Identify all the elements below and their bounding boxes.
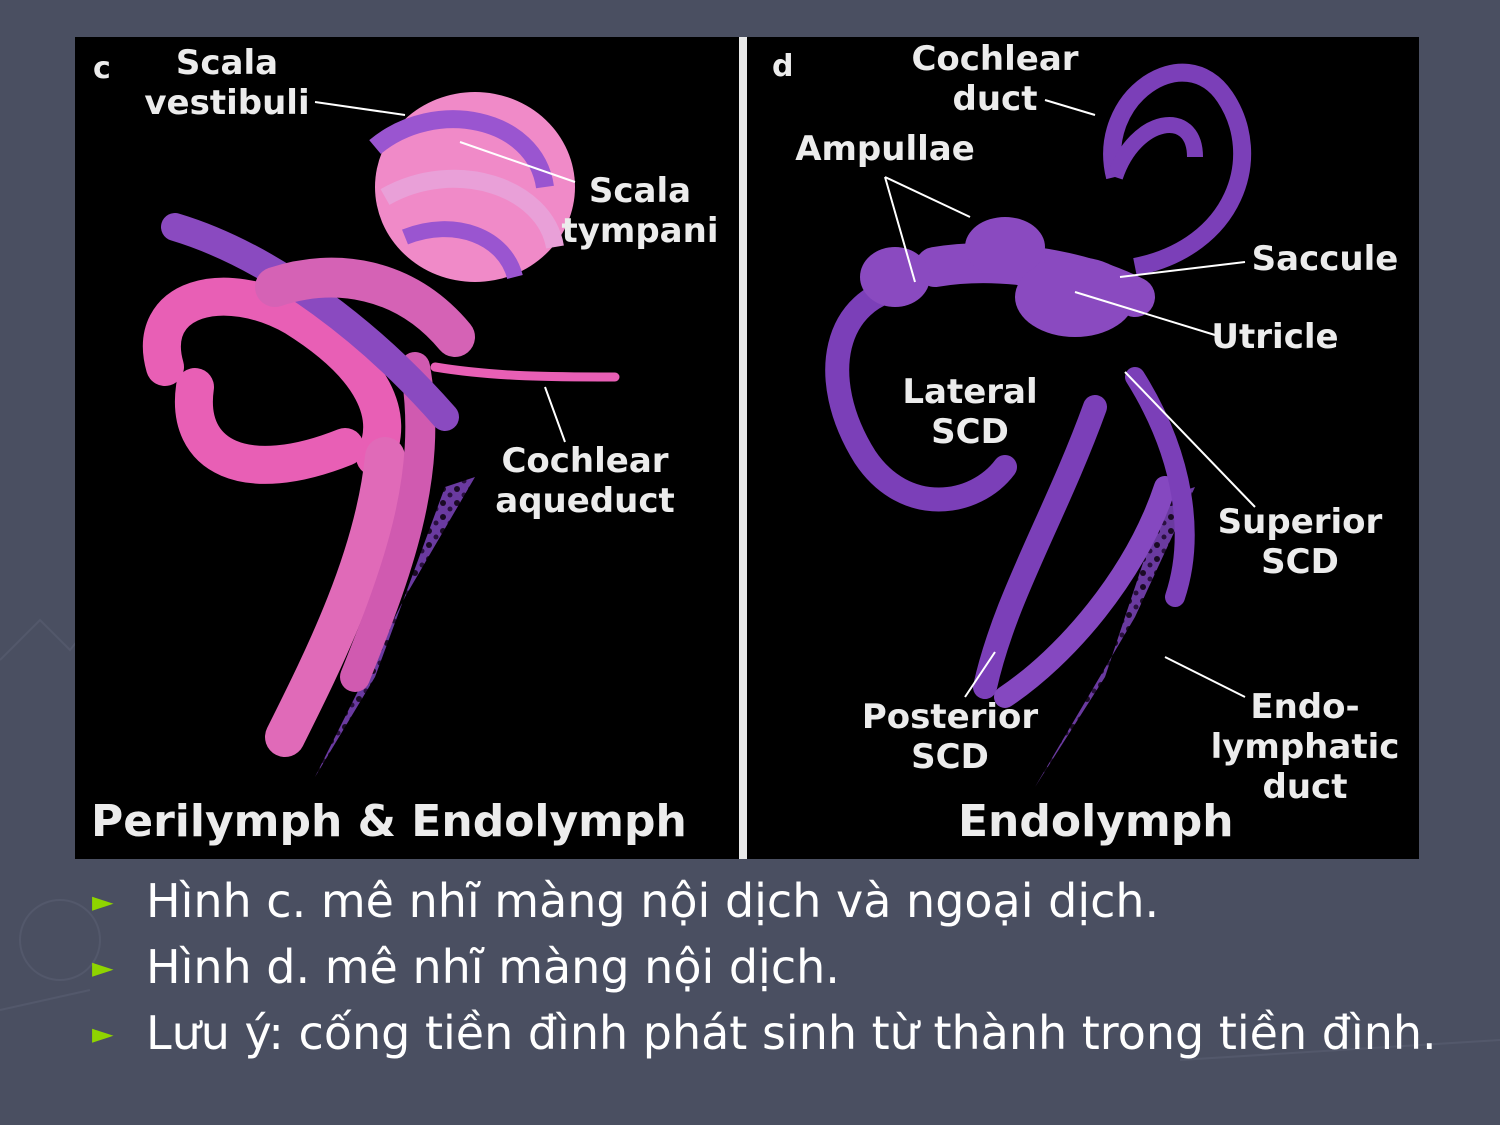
caption-perilymph-endolymph: Perilymph & Endolymph: [91, 796, 687, 847]
triangle-arrow-icon: ►: [92, 950, 114, 984]
label-lateral-scd: Lateral SCD: [902, 372, 1038, 452]
labyrinth-illustration: [142, 37, 1256, 859]
bullet-item: ► Lưu ý: cống tiền đình phát sinh từ thà…: [92, 1000, 1482, 1066]
panel-c-drawing: [142, 92, 620, 777]
triangle-arrow-icon: ►: [92, 884, 114, 918]
bullet-item: ► Hình d. mê nhĩ màng nội dịch.: [92, 934, 1482, 1000]
panel-divider: [739, 37, 747, 859]
label-utricle: Utricle: [1211, 317, 1339, 357]
label-ampullae: Ampullae: [795, 129, 975, 169]
label-saccule: Saccule: [1251, 239, 1399, 279]
panel-d-drawing: [825, 63, 1256, 787]
bullet-item: ► Hình c. mê nhĩ màng nội dịch và ngoại …: [92, 868, 1482, 934]
label-posterior-scd: Posterior SCD: [861, 697, 1039, 777]
label-superior-scd: Superior SCD: [1217, 502, 1383, 582]
bullet-text: Hình d. mê nhĩ màng nội dịch.: [146, 940, 840, 994]
label-scala-tympani: Scala tympani: [561, 171, 719, 251]
triangle-arrow-icon: ►: [92, 1016, 114, 1050]
panel-c-letter: c: [93, 51, 111, 86]
bullet-text: Lưu ý: cống tiền đình phát sinh từ thành…: [146, 1006, 1437, 1060]
label-cochlear-duct: Cochlear duct: [911, 39, 1079, 119]
bullet-list: ► Hình c. mê nhĩ màng nội dịch và ngoại …: [92, 868, 1482, 1066]
label-cochlear-aqueduct: Cochlear aqueduct: [495, 441, 675, 521]
bullet-text: Hình c. mê nhĩ màng nội dịch và ngoại dị…: [146, 874, 1160, 928]
panel-d-letter: d: [772, 49, 794, 84]
label-scala-vestibuli: Scala vestibuli: [144, 43, 310, 123]
inner-ear-figure: c Scala vestibuli Scala tympani Cochlear…: [75, 37, 1419, 859]
caption-endolymph: Endolymph: [958, 796, 1234, 847]
label-endolymphatic-duct: Endo- lymphatic duct: [1210, 687, 1400, 807]
